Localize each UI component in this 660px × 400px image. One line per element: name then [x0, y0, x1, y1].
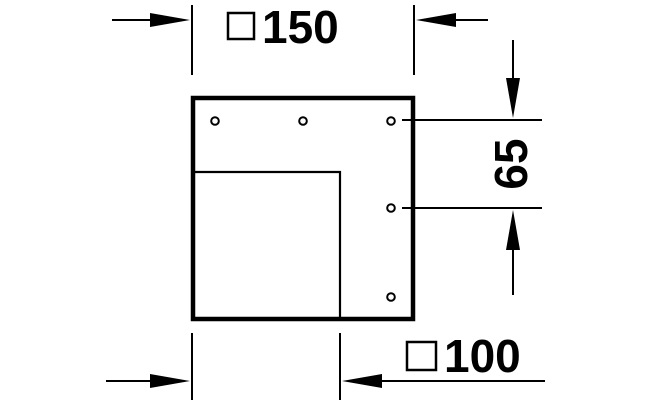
arrow-left-icon	[342, 374, 382, 388]
outer-plate	[190, 95, 416, 322]
hole	[298, 116, 308, 126]
square-symbol-icon	[405, 340, 438, 372]
hole	[386, 292, 396, 302]
arrow-down-icon	[506, 78, 520, 118]
arrow-right-icon	[150, 374, 190, 388]
bottom-dimension	[106, 333, 545, 400]
arrow-left-icon	[416, 13, 456, 27]
mounting-holes	[210, 116, 396, 302]
inner-size-label: 100	[444, 330, 521, 382]
hole	[210, 116, 220, 126]
arrow-up-icon	[506, 210, 520, 250]
arrow-right-icon	[150, 13, 190, 27]
inner-square	[193, 170, 342, 319]
hole	[386, 116, 396, 126]
hole-spacing-label: 65	[485, 138, 537, 189]
outer-size-label: 150	[262, 1, 339, 53]
square-symbol-icon	[226, 11, 256, 41]
vertical-dimension	[402, 40, 542, 295]
hole	[386, 203, 396, 213]
